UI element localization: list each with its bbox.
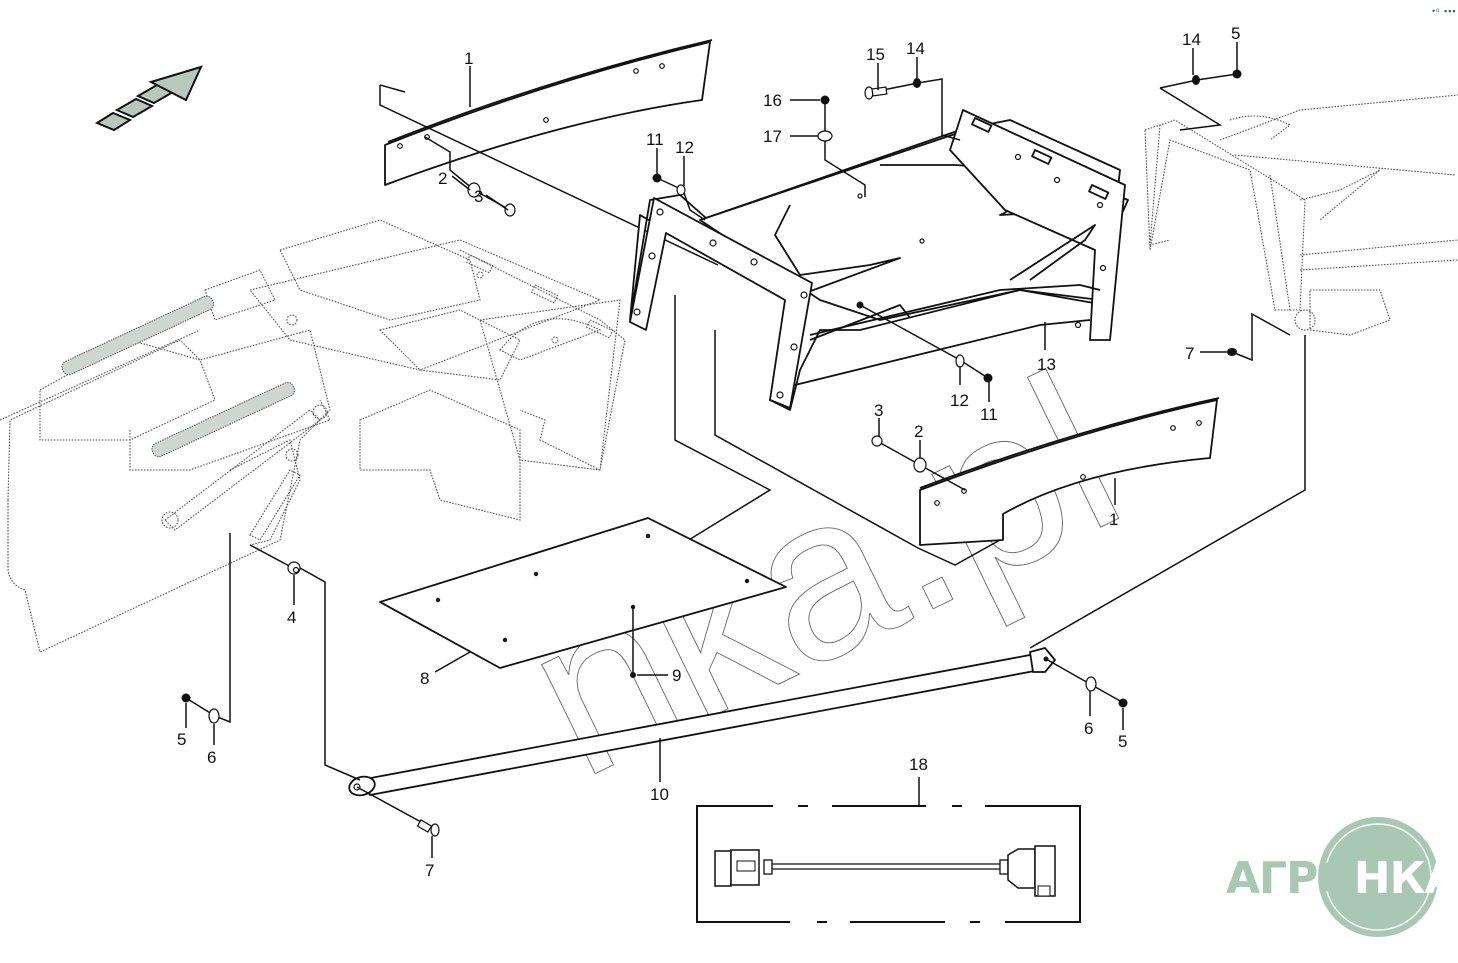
connector-icon — [999, 845, 1056, 897]
washer-icon — [467, 182, 481, 198]
callout-7: 7 — [1185, 344, 1194, 363]
callout-labels: 1 1 2 2 3 3 4 5 5 5 6 6 7 7 8 9 10 11 11… — [177, 24, 1240, 880]
callout-16: 16 — [763, 91, 782, 110]
nut-icon — [1118, 698, 1128, 708]
callout-5: 5 — [1231, 24, 1240, 43]
callout-7: 7 — [425, 861, 434, 880]
leader-line — [714, 330, 1001, 566]
bolt-icon — [430, 823, 440, 837]
callout-14: 14 — [1182, 30, 1201, 49]
callout-5: 5 — [1118, 732, 1127, 751]
part-1-deflector-left — [379, 39, 719, 266]
callout-12: 12 — [675, 138, 694, 157]
corner-mark: •ᵒ ▪▪▪ — [1432, 6, 1457, 16]
washer-icon — [208, 708, 220, 724]
callout-4: 4 — [287, 608, 296, 627]
bolt-icon — [871, 435, 883, 447]
callout-6: 6 — [1084, 719, 1093, 738]
washer-icon — [913, 457, 927, 473]
callout-8: 8 — [420, 669, 429, 688]
spring-icon — [61, 295, 295, 458]
logo-text-right: НКА — [1353, 853, 1458, 904]
part-10-tie-rod — [299, 335, 1306, 797]
logo-text: АГРОНКА — [1226, 853, 1458, 904]
callout-10: 10 — [650, 785, 669, 804]
callout-5: 5 — [177, 730, 186, 749]
agronka-logo — [1318, 817, 1438, 937]
connector-icon — [714, 849, 773, 887]
callout-1: 1 — [464, 49, 473, 68]
rivet-icon — [630, 672, 636, 678]
part-13-support-frame — [629, 109, 1129, 411]
washer-icon — [913, 78, 921, 88]
callout-2: 2 — [914, 422, 923, 441]
nut-icon — [181, 693, 191, 703]
callout-18: 18 — [909, 755, 928, 774]
callout-15: 15 — [866, 45, 885, 64]
part-1-deflector-right — [919, 397, 1220, 546]
callout-3: 3 — [874, 401, 883, 420]
nut-icon — [983, 373, 993, 383]
callout-1: 1 — [1109, 510, 1118, 529]
nut-icon — [1232, 69, 1242, 79]
washer-icon — [955, 354, 965, 368]
callout-12: 12 — [950, 391, 969, 410]
callout-14: 14 — [906, 39, 925, 58]
washer-icon — [1192, 75, 1200, 85]
washer-icon — [676, 184, 686, 196]
direction-arrow-icon — [94, 65, 203, 132]
callout-9: 9 — [672, 666, 681, 685]
nut-icon — [820, 95, 830, 105]
callout-leaders — [185, 42, 1238, 858]
callout-13: 13 — [1037, 355, 1056, 374]
bolt-icon — [504, 203, 516, 217]
callout-6: 6 — [207, 748, 216, 767]
logo-text-left: АГРО — [1226, 853, 1355, 904]
callout-11: 11 — [646, 130, 664, 149]
part-18-wiring-harness-box — [696, 777, 1081, 923]
callout-3: 3 — [474, 187, 483, 206]
washer-icon — [1085, 676, 1097, 692]
callout-2: 2 — [438, 169, 447, 188]
background-machine-left — [0, 219, 626, 653]
background-machine-right — [1144, 94, 1458, 336]
washer-icon — [817, 130, 833, 142]
callout-11: 11 — [980, 405, 998, 424]
bolt-icon — [1227, 348, 1237, 356]
callout-17: 17 — [763, 127, 782, 146]
nut-icon — [652, 173, 662, 183]
